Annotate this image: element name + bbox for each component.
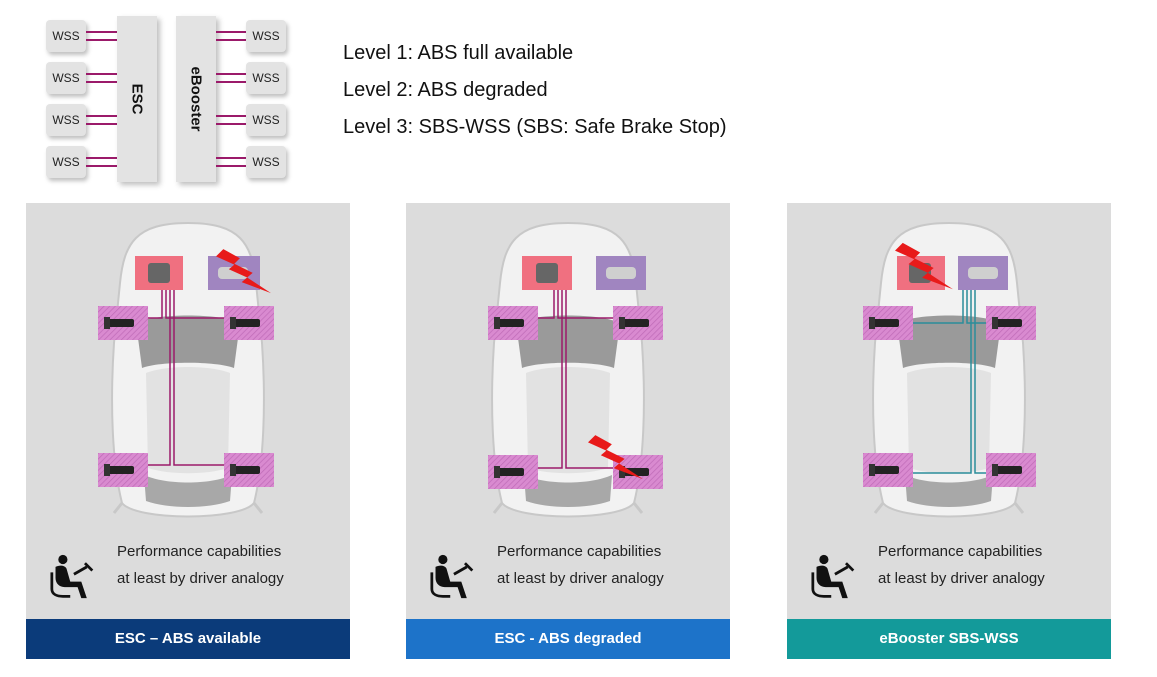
panel-esc-abs-degraded: Performance capabilities at least by dri… [406,203,730,659]
wss-sensor-icon [224,453,274,487]
wss-sensor-icon [98,306,148,340]
wire [86,165,117,167]
wss-box: WSS [46,104,86,136]
performance-text: Performance capabilities at least by dri… [497,538,664,592]
wire [216,115,246,117]
wire [86,73,117,75]
wire [216,39,246,41]
perf-line-2: at least by driver analogy [117,570,284,587]
level-1: Level 1: ABS full available [343,42,574,64]
wss-box: WSS [46,62,86,94]
level-list: Level 1: ABS full available Level 2: ABS… [343,42,727,153]
car-diagram [98,221,274,518]
wss-box: WSS [246,20,286,52]
driver-seat-icon [430,553,474,600]
wire [86,39,117,41]
wire [216,31,246,33]
wire [86,123,117,125]
wss-wiring [536,290,616,469]
panel-esc-abs-available: Performance capabilities at least by dri… [26,203,350,659]
perf-line-1: Performance capabilities [497,543,662,560]
wss-topology-diagram: WSS WSS WSS WSS ESC eBooster WSS WSS WSS… [0,0,320,195]
performance-text: Performance capabilities at least by dri… [117,538,284,592]
wss-box: WSS [246,62,286,94]
panel-footer: ESC – ABS available [26,619,350,659]
wss-wiring [146,290,226,466]
wss-sensor-icon [986,453,1036,487]
wire [86,157,117,159]
perf-line-2: at least by driver analogy [878,570,1045,587]
perf-line-1: Performance capabilities [117,543,282,560]
wss-sensor-icon [224,306,274,340]
wss-sensor-icon [863,453,913,487]
wss-sensor-icon [488,306,538,340]
perf-line-1: Performance capabilities [878,543,1043,560]
esc-label: ESC [128,83,146,115]
car-diagram [488,221,663,518]
ebooster-unit-body [968,267,998,279]
car-diagram [863,221,1036,518]
panel-footer: ESC - ABS degraded [406,619,730,659]
wss-sensor-icon [488,455,538,489]
performance-text: Performance capabilities at least by dri… [878,538,1045,592]
wire [86,31,117,33]
wss-sensor-icon [986,306,1036,340]
driver-seat-icon [811,553,855,600]
perf-line-2: at least by driver analogy [497,570,664,587]
wire [216,81,246,83]
panel-ebooster-sbs-wss: Performance capabilities at least by dri… [787,203,1111,659]
wss-sensor-icon [98,453,148,487]
wire [216,165,246,167]
wire [216,157,246,159]
ebooster-unit: eBooster [176,16,216,182]
wire [216,123,246,125]
esc-unit-body [536,263,558,283]
wire [216,73,246,75]
wss-box: WSS [46,146,86,178]
wss-box: WSS [246,146,286,178]
panel-footer: eBooster SBS-WSS [787,619,1111,659]
ebooster-label: eBooster [187,66,205,132]
wss-sensor-icon [613,306,663,340]
wss-box: WSS [46,20,86,52]
esc-unit-body [148,263,170,283]
wss-wiring [911,290,987,474]
wss-box: WSS [246,104,286,136]
level-2: Level 2: ABS degraded [343,79,548,101]
wire [86,115,117,117]
wire [86,81,117,83]
driver-seat-icon [50,553,94,600]
wss-sensor-icon [863,306,913,340]
ebooster-unit-body [606,267,636,279]
level-3: Level 3: SBS-WSS (SBS: Safe Brake Stop) [343,116,727,138]
esc-unit: ESC [117,16,157,182]
